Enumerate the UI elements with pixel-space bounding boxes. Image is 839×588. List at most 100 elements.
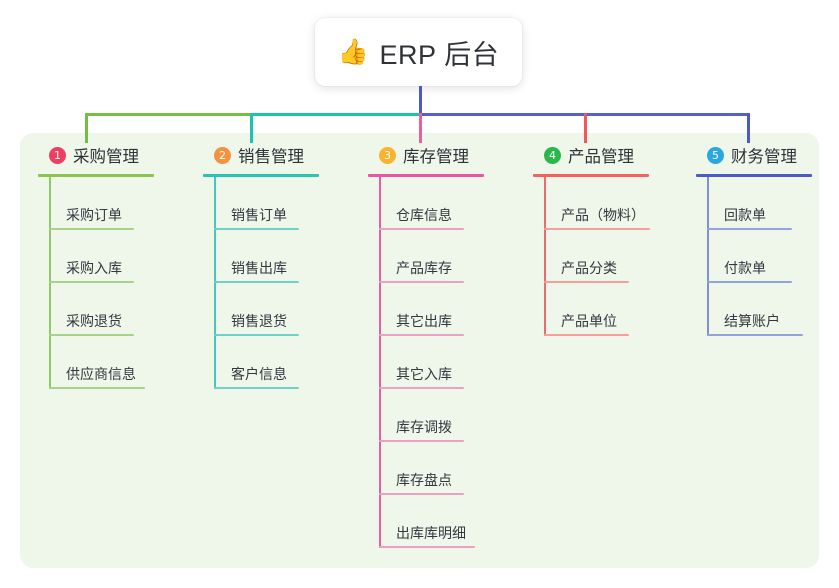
list-item[interactable]: 出库库明细 <box>360 495 518 548</box>
column-items-3: 仓库信息 产品库存 其它出库 其它入库 库存调拨 库存盘点 <box>360 177 518 548</box>
item-rule <box>707 334 803 336</box>
column-items-2: 销售订单 销售出库 销售退货 客户信息 <box>195 177 353 389</box>
column-inventory: 3 库存管理 仓库信息 产品库存 其它出库 其它入库 库存调拨 <box>360 143 518 548</box>
column-rule-1 <box>38 174 154 177</box>
column-spine-5 <box>707 177 709 336</box>
list-item[interactable]: 回款单 <box>688 177 838 230</box>
item-rule <box>49 228 134 230</box>
connector-drop-2 <box>250 113 253 143</box>
item-rule <box>49 281 134 283</box>
thumbs-up-icon: 👍 <box>337 37 370 66</box>
item-rule <box>544 228 650 230</box>
column-header-5[interactable]: 5 财务管理 <box>688 143 838 167</box>
list-item[interactable]: 其它入库 <box>360 336 518 389</box>
list-item[interactable]: 销售订单 <box>195 177 353 230</box>
list-item[interactable]: 供应商信息 <box>30 336 188 389</box>
column-title-4: 产品管理 <box>568 148 634 166</box>
item-rule <box>49 387 145 389</box>
item-label: 客户信息 <box>231 366 287 382</box>
list-item[interactable]: 其它出库 <box>360 283 518 336</box>
list-item[interactable]: 采购订单 <box>30 177 188 230</box>
connector-bus-segment-1 <box>85 113 252 116</box>
column-rule-3 <box>368 174 484 177</box>
list-item[interactable]: 产品单位 <box>525 283 683 336</box>
column-spine-3 <box>379 177 381 548</box>
column-header-1[interactable]: 1 采购管理 <box>30 143 188 167</box>
item-label: 供应商信息 <box>66 366 136 382</box>
list-item[interactable]: 产品分类 <box>525 230 683 283</box>
column-rule-5 <box>696 174 812 177</box>
connector-drop-1 <box>85 113 88 143</box>
item-label: 出库库明细 <box>396 525 466 541</box>
column-spine-4 <box>544 177 546 336</box>
list-item[interactable]: 库存调拨 <box>360 389 518 442</box>
item-rule <box>544 281 629 283</box>
column-items-1: 采购订单 采购入库 采购退货 供应商信息 <box>30 177 188 389</box>
root-node[interactable]: 👍 ERP 后台 <box>315 18 522 86</box>
item-rule <box>214 281 299 283</box>
item-label: 其它出库 <box>396 313 452 329</box>
column-spine-1 <box>49 177 51 389</box>
list-item[interactable]: 销售出库 <box>195 230 353 283</box>
item-rule <box>379 546 475 548</box>
item-label: 库存调拨 <box>396 419 452 435</box>
list-item[interactable]: 库存盘点 <box>360 442 518 495</box>
list-item[interactable]: 销售退货 <box>195 283 353 336</box>
list-item[interactable]: 采购入库 <box>30 230 188 283</box>
connector-trunk <box>419 86 422 113</box>
item-rule <box>379 334 464 336</box>
column-items-4: 产品（物料） 产品分类 产品单位 <box>525 177 683 336</box>
item-label: 库存盘点 <box>396 472 452 488</box>
item-label: 销售订单 <box>231 207 287 223</box>
item-rule <box>379 228 464 230</box>
item-rule <box>379 281 464 283</box>
column-header-2[interactable]: 2 销售管理 <box>195 143 353 167</box>
column-badge-2: 2 <box>214 146 231 164</box>
column-badge-4: 4 <box>544 146 561 164</box>
item-label: 采购入库 <box>66 260 122 276</box>
item-label: 产品分类 <box>561 260 617 276</box>
item-rule <box>379 440 464 442</box>
item-label: 产品（物料） <box>561 207 645 223</box>
item-rule <box>214 387 299 389</box>
list-item[interactable]: 结算账户 <box>688 283 838 336</box>
root-node-label: 👍 ERP 后台 <box>338 33 499 72</box>
column-title-2: 销售管理 <box>238 148 304 166</box>
column-purchasing: 1 采购管理 采购订单 采购入库 采购退货 供应商信息 <box>30 143 188 389</box>
connector-drop-5 <box>747 113 750 143</box>
item-label: 销售退货 <box>231 313 287 329</box>
item-label: 采购订单 <box>66 207 122 223</box>
column-items-5: 回款单 付款单 结算账户 <box>688 177 838 336</box>
list-item[interactable]: 产品（物料） <box>525 177 683 230</box>
column-badge-3: 3 <box>379 146 396 164</box>
item-label: 其它入库 <box>396 366 452 382</box>
column-title-5: 财务管理 <box>731 148 797 166</box>
column-product: 4 产品管理 产品（物料） 产品分类 产品单位 <box>525 143 683 336</box>
item-label: 销售出库 <box>231 260 287 276</box>
item-rule <box>379 493 464 495</box>
list-item[interactable]: 客户信息 <box>195 336 353 389</box>
column-sales: 2 销售管理 销售订单 销售出库 销售退货 客户信息 <box>195 143 353 389</box>
diagram-panel <box>20 133 819 568</box>
column-title-3: 库存管理 <box>403 148 469 166</box>
item-rule <box>707 228 792 230</box>
column-finance: 5 财务管理 回款单 付款单 结算账户 <box>688 143 838 336</box>
item-label: 产品库存 <box>396 260 452 276</box>
item-rule <box>214 228 299 230</box>
list-item[interactable]: 付款单 <box>688 230 838 283</box>
connector-drop-3 <box>419 113 422 143</box>
root-node-title: ERP 后台 <box>379 39 500 70</box>
column-header-3[interactable]: 3 库存管理 <box>360 143 518 167</box>
item-label: 仓库信息 <box>396 207 452 223</box>
list-item[interactable]: 采购退货 <box>30 283 188 336</box>
item-label: 付款单 <box>724 260 766 276</box>
list-item[interactable]: 仓库信息 <box>360 177 518 230</box>
item-label: 结算账户 <box>724 313 780 329</box>
item-rule <box>544 334 629 336</box>
list-item[interactable]: 产品库存 <box>360 230 518 283</box>
column-badge-1: 1 <box>49 146 66 164</box>
item-rule <box>214 334 299 336</box>
column-header-4[interactable]: 4 产品管理 <box>525 143 683 167</box>
item-label: 回款单 <box>724 207 766 223</box>
column-title-1: 采购管理 <box>73 148 139 166</box>
